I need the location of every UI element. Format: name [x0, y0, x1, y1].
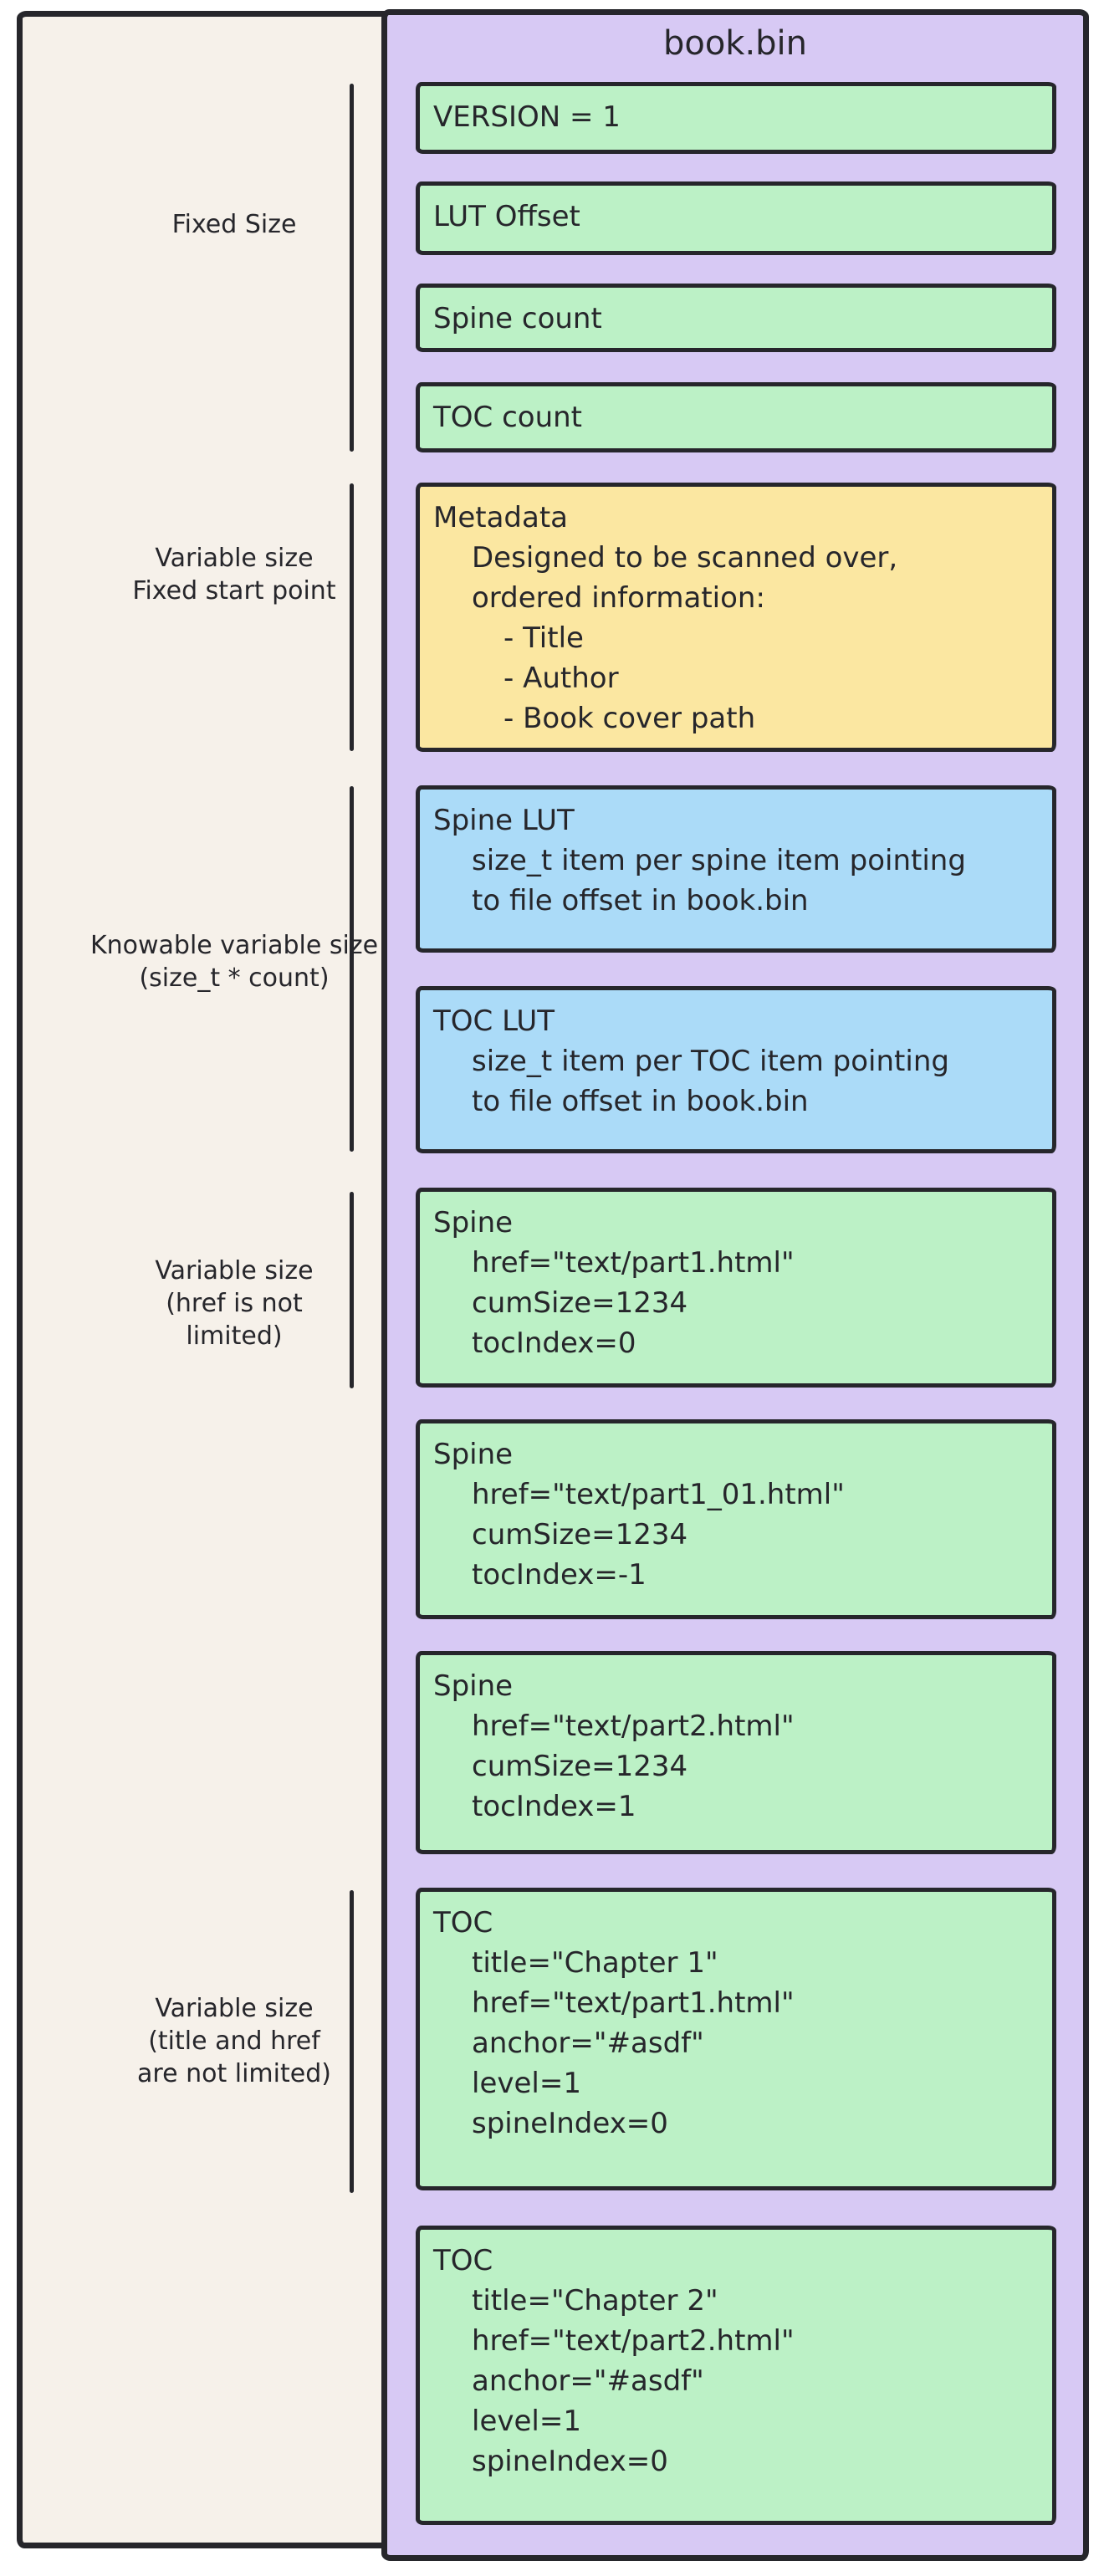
box-line: Spine [433, 1206, 514, 1239]
box-line: - Author [503, 662, 619, 695]
section-label-line: limited) [186, 1321, 283, 1351]
box-line: - Title [503, 621, 584, 655]
box-line: href="text/part2.html" [472, 1710, 795, 1743]
box-line: level=1 [472, 2405, 581, 2438]
box-line: TOC LUT [433, 1004, 555, 1038]
section-bracket-luts [350, 786, 354, 1152]
section-label-metadata: Variable size Fixed start point [63, 542, 406, 607]
section-label-line: Variable size [155, 1256, 314, 1285]
box-line: spineIndex=0 [472, 2107, 668, 2140]
box-line: Spine [433, 1669, 514, 1703]
box-line: tocIndex=1 [472, 1790, 636, 1823]
field-box-toc-2: TOC title="Chapter 2" href="text/part2.h… [416, 2226, 1056, 2525]
section-bracket-fixed-size [350, 84, 354, 452]
box-line: cumSize=1234 [472, 1518, 688, 1551]
section-bracket-metadata [350, 483, 354, 751]
box-line: Designed to be scanned over, [472, 541, 898, 575]
field-box-spine-count: Spine count [416, 284, 1056, 352]
section-label-toc: Variable size (title and href are not li… [63, 1992, 406, 2090]
box-line: TOC [433, 1906, 493, 1940]
box-line: title="Chapter 1" [472, 1946, 718, 1980]
box-line: LUT Offset [433, 200, 580, 233]
box-line: cumSize=1234 [472, 1286, 688, 1320]
section-label-fixed-size: Fixed Size [63, 208, 406, 241]
field-box-toc-count: TOC count [416, 382, 1056, 452]
section-label-line: Fixed Size [171, 210, 297, 239]
section-label-line: (title and href [148, 2027, 320, 2056]
section-bracket-spine [350, 1192, 354, 1388]
field-box-spine-2: Spine href="text/part1_01.html" cumSize=… [416, 1419, 1056, 1619]
section-label-line: (href is not [166, 1289, 303, 1318]
box-line: TOC count [433, 401, 583, 434]
box-line: anchor="#asdf" [472, 2027, 704, 2060]
box-line: size_t item per TOC item pointing [472, 1045, 949, 1078]
section-label-spine: Variable size (href is not limited) [63, 1255, 406, 1352]
section-label-line: Knowable variable size [89, 931, 379, 960]
field-box-metadata: Metadata Designed to be scanned over, or… [416, 483, 1056, 752]
field-box-spine-3: Spine href="text/part2.html" cumSize=123… [416, 1651, 1056, 1854]
box-line: tocIndex=-1 [472, 1558, 647, 1592]
box-line: title="Chapter 2" [472, 2284, 718, 2318]
box-line: to file offset in book.bin [472, 1085, 809, 1118]
section-label-line: (size_t * count) [139, 963, 330, 993]
box-line: TOC [433, 2244, 493, 2277]
section-label-luts: Knowable variable size (size_t * count) [63, 929, 406, 994]
box-line: href="text/part2.html" [472, 2324, 795, 2358]
box-line: Metadata [433, 501, 569, 534]
box-line: anchor="#asdf" [472, 2364, 704, 2398]
box-line: VERSION = 1 [433, 100, 621, 134]
file-title: book.bin [662, 24, 808, 63]
box-line: Spine [433, 1438, 514, 1471]
box-line: ordered information: [472, 581, 765, 615]
field-box-version: VERSION = 1 [416, 82, 1056, 154]
box-line: level=1 [472, 2067, 581, 2100]
box-line: tocIndex=0 [472, 1326, 636, 1360]
section-bracket-toc [350, 1890, 354, 2193]
box-line: to file offset in book.bin [472, 884, 809, 917]
field-box-spine-lut: Spine LUT size_t item per spine item poi… [416, 785, 1056, 953]
box-line: spineIndex=0 [472, 2445, 668, 2478]
box-line: cumSize=1234 [472, 1750, 688, 1783]
field-box-lut-offset: LUT Offset [416, 181, 1056, 255]
field-box-spine-1: Spine href="text/part1.html" cumSize=123… [416, 1188, 1056, 1388]
box-line: href="text/part1.html" [472, 1246, 795, 1280]
field-box-toc-lut: TOC LUT size_t item per TOC item pointin… [416, 986, 1056, 1153]
box-line: Spine LUT [433, 804, 575, 837]
box-line: - Book cover path [503, 702, 756, 735]
box-line: size_t item per spine item pointing [472, 844, 966, 877]
box-line: href="text/part1_01.html" [472, 1478, 845, 1511]
field-box-toc-1: TOC title="Chapter 1" href="text/part1.h… [416, 1888, 1056, 2190]
section-label-line: Variable size [155, 1994, 314, 2023]
section-label-line: are not limited) [137, 2059, 331, 2088]
section-label-line: Fixed start point [132, 576, 336, 606]
box-line: href="text/part1.html" [472, 1986, 795, 2020]
box-line: Spine count [433, 302, 602, 335]
section-label-line: Variable size [155, 544, 314, 573]
